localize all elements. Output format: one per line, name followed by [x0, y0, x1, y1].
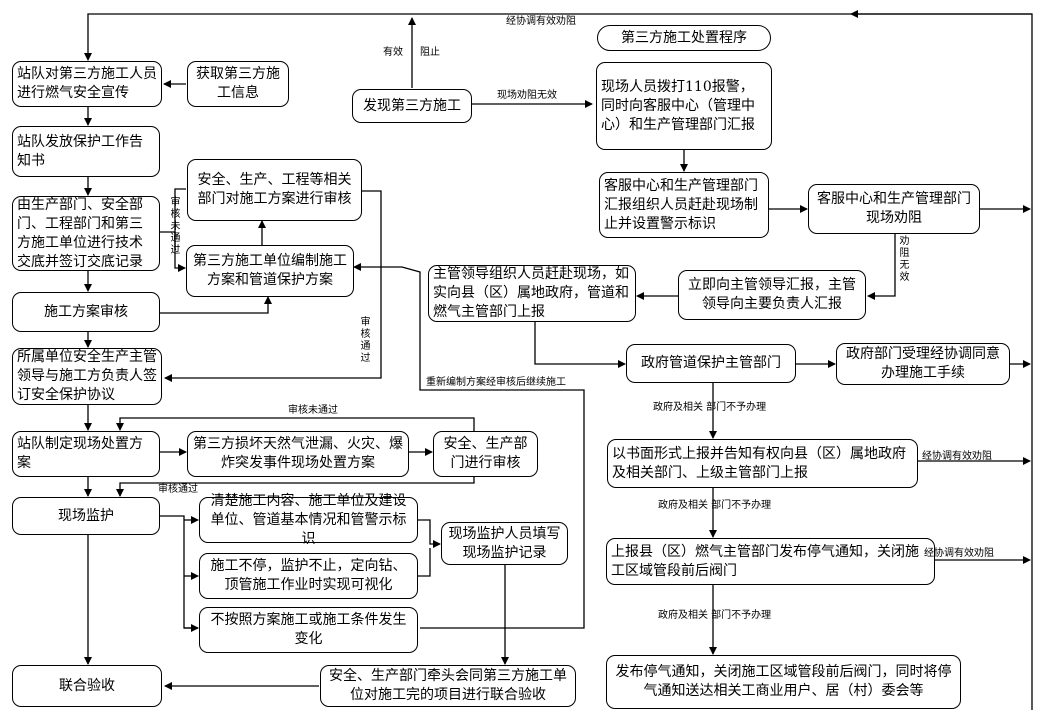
monitoring-box: 现场监护 — [12, 497, 160, 535]
acceptance-org-box: 安全、生产部门牵头会同第三方施工单位对施工完的项目进行联合验收 — [320, 665, 576, 707]
get-info-box: 获取第三方施工信息 — [187, 61, 289, 107]
label-resubmit: 重新编制方案经审核后继续施工 — [426, 377, 566, 388]
onsite-plan-box: 站队制定现场处置方案 — [12, 431, 160, 477]
no-stop-box: 施工不停，监护不止，定向钻、顶管施工作业时实现可视化 — [199, 553, 418, 599]
gov-accept-box: 政府部门受理经协调同意办理施工手续 — [836, 343, 1010, 385]
label-review-pass: 审核通过 — [158, 484, 198, 495]
publish-notice-box: 发布停气通知，关闭施工区域管段前后阀门，同时将停气通知送达相关工商业用户、居（村… — [606, 655, 961, 709]
leader-site-box: 主管领导组织人员赶赴现场，如实向县（区）属地政府，管道和燃气主管部门上报 — [428, 265, 636, 322]
report-110-box: 现场人员拨打110报警，同时向客服中心（管理中心）和生产管理部门汇报 — [596, 62, 772, 150]
safety-review-box: 安全、生产部门进行审核 — [433, 431, 538, 477]
joint-acceptance-box: 联合验收 — [12, 665, 162, 707]
sign-agreement-box: 所属单位安全生产主管领导与施工方负责人签订安全保护协议 — [12, 348, 162, 405]
publicity-box: 站队对第三方施工人员进行燃气安全宣传 — [12, 61, 162, 107]
label-dissuade-invalid: 现场劝阻无效 — [497, 90, 557, 101]
discover-box: 发现第三方施工 — [352, 89, 472, 123]
label-gov-no-action-3: 政府及相关 部门不予办理 — [658, 610, 772, 621]
written-report-box: 以书面形式上报并告知有权向县（区）属地政府及相关部门、上级主管部门上报 — [607, 439, 918, 488]
label-review-fail: 审核未通过 — [288, 405, 338, 416]
page-title: 第三方施工处置程序 — [597, 25, 771, 51]
gov-dept-box: 政府管道保护主管部门 — [626, 344, 796, 383]
label-gov-no-action-2: 政府及相关 部门不予办理 — [658, 500, 772, 511]
label-dissuade-invalid-vertical: 劝阻无效 — [899, 236, 910, 283]
plan-review-box: 施工方案审核 — [12, 292, 160, 332]
label-review-pass-vertical: 审核通过 — [360, 317, 371, 364]
clarify-box: 清楚施工内容、施工单位及建设单位、管道基本情况和管警示标识 — [199, 493, 418, 547]
label-effective-3: 经协调有效劝阻 — [924, 548, 994, 559]
deviation-box: 不按照方案施工或施工条件发生变化 — [199, 607, 418, 653]
dept-review-box: 安全、生产、工程等相关部门对施工方案进行审核 — [187, 159, 362, 221]
label-review-fail-vertical: 审核未通过 — [170, 197, 181, 256]
tech-briefing-box: 由生产部门、安全部门、工程部门和第三方施工单位进行技术交底并签订交底记录 — [12, 196, 160, 271]
rush-site-box: 客服中心和生产管理部门汇报组织人员赶赴现场制止并设置警示标识 — [599, 172, 769, 238]
label-gov-no-action-1: 政府及相关 部门不予办理 — [653, 402, 767, 413]
fill-record-box: 现场监护人员填写现场监护记录 — [441, 522, 568, 565]
label-effective: 有效 — [383, 47, 403, 58]
dissuade-box: 客服中心和生产管理部门现场劝阻 — [808, 184, 980, 234]
gas-notice-box: 上报县（区）燃气主管部门发布停气通知，关闭施工区域管段前后阀门 — [606, 538, 935, 585]
prepare-plan-box: 第三方施工单位编制施工方案和管道保护方案 — [186, 245, 354, 297]
protect-notice-box: 站队发放保护工作告知书 — [12, 126, 160, 177]
label-effective-2: 经协调有效劝阻 — [922, 451, 992, 462]
label-effective-top: 经协调有效劝阻 — [506, 16, 576, 27]
accident-plan-box: 第三方损坏天然气泄漏、火灾、爆炸突发事件现场处置方案 — [187, 431, 409, 477]
label-stop: 阻止 — [420, 47, 440, 58]
report-leader-box: 立即向主管领导汇报，主管领导向主要负责人汇报 — [678, 270, 866, 320]
